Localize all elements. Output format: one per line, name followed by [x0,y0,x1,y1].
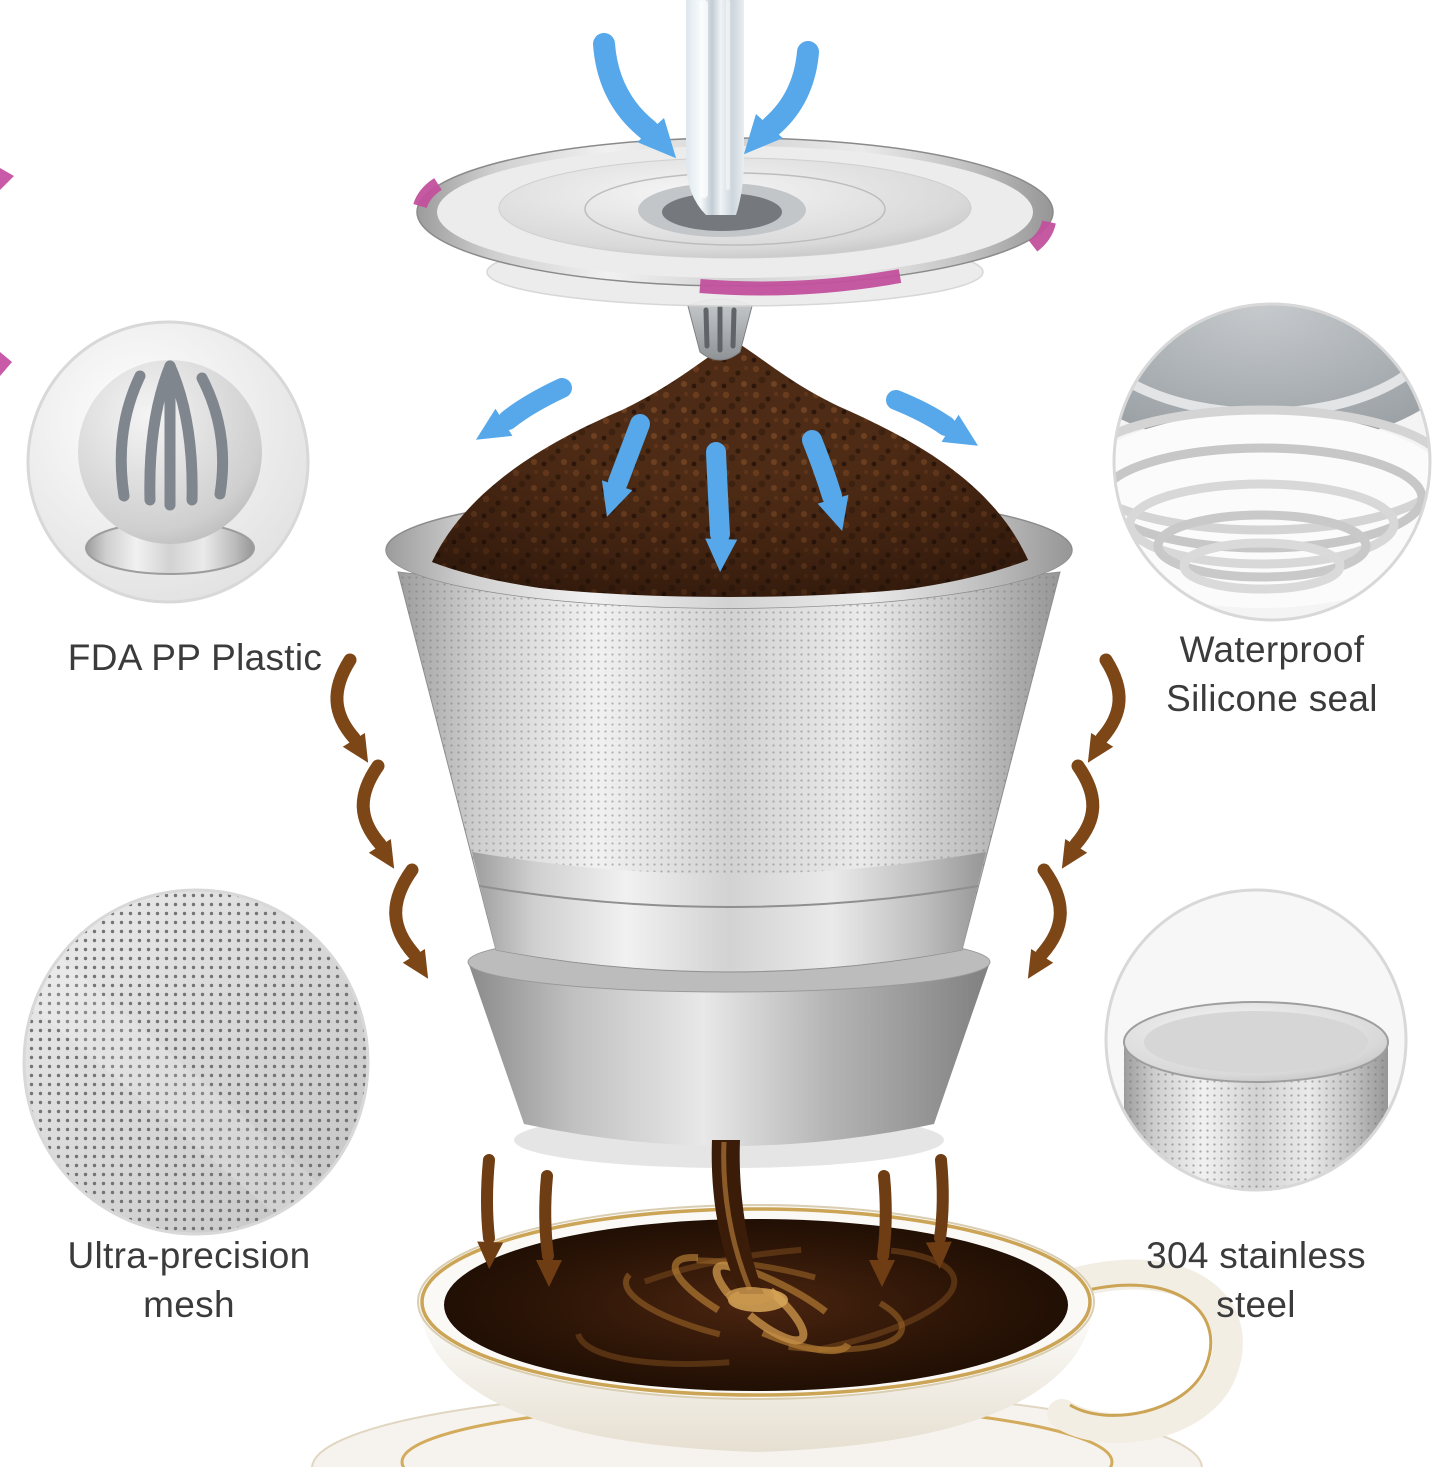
coffee-flow-arrows-left [330,653,429,979]
cup-handle [1047,1259,1243,1443]
callout-silicone-seal [1112,302,1432,622]
label-line: mesh [143,1283,235,1325]
basket-seam [479,885,979,908]
water-arrow-icon [475,378,572,440]
coffee-cup [311,1204,1243,1467]
coffee-splash [726,1287,774,1305]
lid-magenta-accents [413,178,1056,296]
coffee-arrow-icon [389,863,429,979]
water-arrow-icon [802,430,849,531]
water-arrow-icon [743,41,819,155]
water-stream [686,0,744,215]
label-line: Ultra-precision [67,1235,311,1276]
coffee-arrow-icon [1061,759,1100,869]
label-ultra-precision-mesh: Ultra-precision mesh [8,1232,370,1330]
water-arrow-icon [886,390,979,446]
water-flow-arrows [475,33,979,572]
water-arrow-icon [705,442,738,572]
cup-rim-gold-trim [420,1207,1092,1397]
coffee-arrow-icon [1027,863,1067,979]
callout-stainless [1104,888,1408,1192]
callout-mesh [22,888,370,1236]
label-line: 304 stainless [1146,1235,1366,1276]
label-waterproof-silicone-seal: Waterproof Silicone seal [1096,626,1445,724]
coffee-arrow-icon [869,1170,895,1287]
coffee-flow-arrows-right [1027,653,1126,979]
coffee-arrow-icon [925,1154,952,1269]
label-304-stainless-steel: 304 stainless steel [1078,1232,1434,1330]
coffee-arrow-icon [356,759,395,869]
magenta-fragment [0,168,14,376]
funnel-body [468,962,990,1146]
mesh-texture [24,890,368,1234]
label-line: steel [1216,1283,1296,1325]
label-line: FDA PP Plastic [67,637,323,678]
lid-inlet-valve [687,298,753,361]
silicone-ripples [1114,405,1430,594]
coffee-flow-arrows-bottom [477,1154,952,1287]
cup-handle-gold-trim [1069,1283,1213,1417]
label-line: Silicone seal [1166,677,1378,719]
label-fda-pp-plastic: FDA PP Plastic [18,634,372,683]
ball-slots [115,360,229,511]
label-line: Waterproof [1179,629,1365,670]
basket-lower-band [472,852,986,971]
coffee-arrow-icon [477,1154,504,1269]
coffee-arrow-icon [330,653,369,763]
basket-front-lip [386,550,1072,608]
water-arrow-icon [593,33,677,159]
seal-lid-edge [1114,304,1430,448]
water-arrow-icon [601,414,650,517]
coffee-arrow-icon [536,1170,562,1287]
coffee-stream [711,1140,774,1305]
coffee-grounds-mound [432,340,1028,600]
coffee-arrow-icon [1087,653,1126,763]
callout-fda-plastic [26,320,310,604]
